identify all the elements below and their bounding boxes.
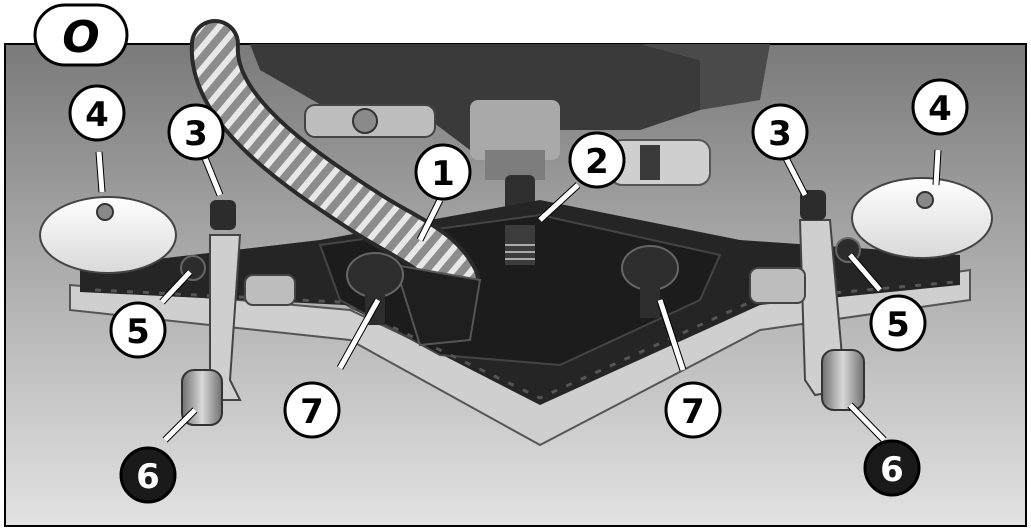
callout-label: 1 [431,154,455,194]
callout-5-right: 5 [869,294,927,352]
callout-6-right: 6 [863,439,921,497]
callout-label: 3 [768,114,792,154]
callout-label: 6 [880,450,904,490]
center-adjust-knob [505,225,535,265]
right-guide-wheel [821,349,865,411]
suction-hose [189,19,482,347]
callout-label: 6 [136,457,160,497]
callout-label: 4 [928,89,952,129]
callout-label: 3 [184,114,208,154]
callout-4-right: 4 [911,78,969,136]
left-bumper-wheel [39,196,177,274]
callout-4-left: 4 [68,84,126,142]
callout-3-left: 3 [167,103,225,161]
callout-label: 4 [85,95,109,135]
figure-badge-label: O [62,12,99,63]
callout-label: 5 [886,305,910,345]
figure-badge: O [33,3,129,67]
leader-arrows [95,149,942,443]
callout-7-left: 7 [283,381,341,439]
right-bumper-wheel [851,177,993,259]
wing-knob-right [621,245,679,318]
callout-5-left: 5 [109,301,167,359]
callout-6-left: 6 [119,446,177,504]
callout-label: 7 [300,392,324,432]
callout-2: 2 [568,131,626,189]
callout-label: 2 [585,142,609,182]
callout-1: 1 [414,143,472,201]
callout-label: 5 [126,312,150,352]
callout-7-right: 7 [664,381,722,439]
callout-label: 7 [681,392,705,432]
callout-3-right: 3 [751,103,809,161]
